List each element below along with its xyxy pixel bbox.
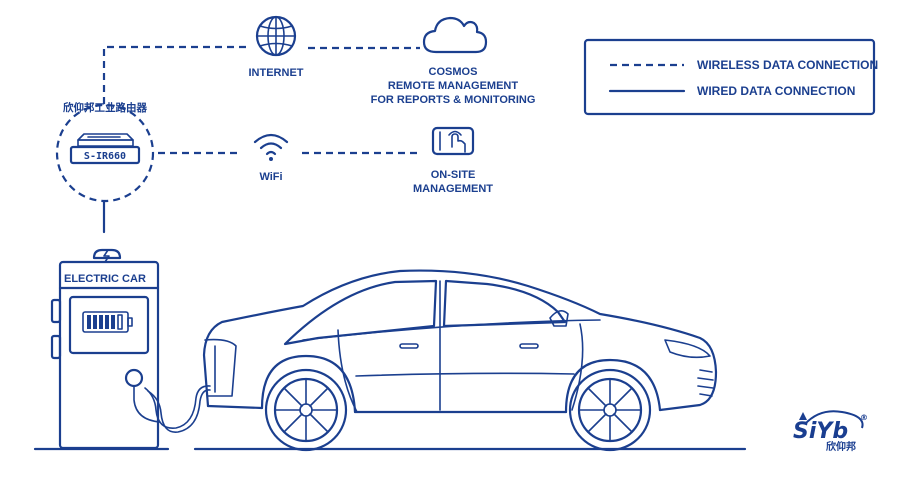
onsite-label-2: MANAGEMENT <box>413 183 493 195</box>
onsite-label-1: ON-SITE <box>431 169 476 181</box>
wireless-connections <box>102 45 420 155</box>
cosmos-subtitle-1: REMOTE MANAGEMENT <box>388 80 518 92</box>
electric-car <box>202 269 718 452</box>
lightning-icon <box>103 249 110 263</box>
wifi-icon <box>253 133 289 161</box>
globe-icon <box>255 15 297 57</box>
charger-label: ELECTRIC CAR <box>64 273 146 285</box>
legend-box: WIRELESS DATA CONNECTION WIRED DATA CONN… <box>583 38 878 116</box>
logo-brand: SiYb <box>793 419 848 444</box>
cosmos-title: COSMOS <box>429 66 478 78</box>
charging-station: ELECTRIC CAR <box>50 248 161 450</box>
logo-chinese: 欣仰邦 <box>826 440 856 453</box>
router-model: S-IR660 <box>84 151 126 162</box>
battery-icon <box>82 311 133 333</box>
charger-screen <box>68 295 150 355</box>
touch-device-icon <box>431 126 475 156</box>
charging-port <box>124 368 144 388</box>
logo-registered: ® <box>860 413 868 422</box>
rear-wheel <box>264 368 348 452</box>
charging-cable <box>144 385 211 429</box>
legend-wired-label: WIRED DATA CONNECTION <box>697 84 855 98</box>
cloud-icon <box>422 16 488 54</box>
wifi-label: WiFi <box>259 171 282 183</box>
router-icon: S-IR660 <box>69 133 141 165</box>
internet-label: INTERNET <box>249 67 304 79</box>
brand-logo: SiYb ® 欣仰邦 <box>793 410 868 453</box>
router-node: 欣仰邦工业路由器 S-IR660 <box>55 101 155 203</box>
legend-wireless-label: WIRELESS DATA CONNECTION <box>697 58 878 72</box>
front-wheel <box>568 368 652 452</box>
router-caption: 欣仰邦工业路由器 <box>63 101 147 114</box>
cosmos-subtitle-2: FOR REPORTS & MONITORING <box>371 94 536 106</box>
